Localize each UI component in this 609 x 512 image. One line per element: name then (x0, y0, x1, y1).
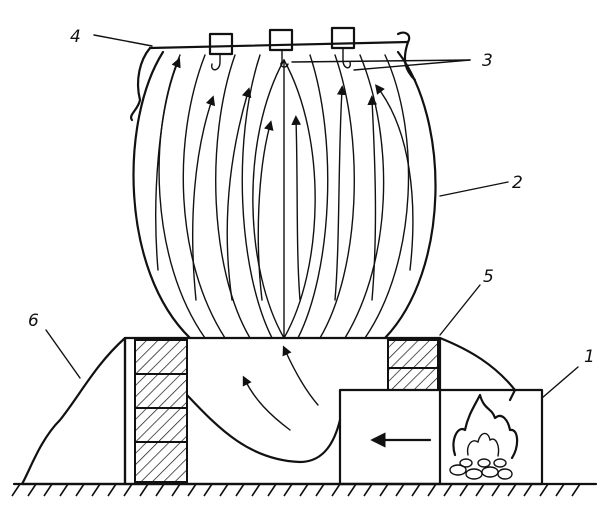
earth-mound-right (438, 336, 517, 402)
ground-hatch-tick (539, 483, 549, 497)
ground-hatch-tick (11, 483, 21, 497)
ground-hatch-tick (523, 483, 533, 497)
label-5: 5 (483, 267, 494, 287)
ground-hatch-tick (171, 483, 181, 497)
ground-hatch-tick (491, 483, 501, 497)
ground-hatch-tick (555, 483, 565, 497)
ground-hatch-tick (299, 483, 309, 497)
ground-hatch-tick (443, 483, 453, 497)
ground-hatch-tick (411, 483, 421, 497)
ground-hatch-tick (459, 483, 469, 497)
leader-3a (291, 59, 471, 63)
ground-hatch-tick (219, 483, 229, 497)
ground-hatch-tick (59, 483, 69, 497)
duct-arrow-1 (242, 375, 291, 431)
ground-hatch-tick (283, 483, 293, 497)
ground-hatch-tick (363, 483, 373, 497)
leader-5 (439, 284, 481, 336)
base-platform (123, 336, 442, 486)
ground-hatch-tick (43, 483, 53, 497)
clamp-middle (268, 28, 294, 68)
label-2: 2 (512, 173, 523, 193)
ground-hatch-tick (571, 483, 581, 497)
leader-2 (439, 181, 509, 197)
balloon-bag (132, 50, 437, 340)
duct-arrow-2 (282, 345, 319, 406)
ground-hatching (11, 483, 581, 497)
ground-hatch-tick (187, 483, 197, 497)
ground-hatch-tick (107, 483, 117, 497)
ground-hatch-tick (267, 483, 277, 497)
firebox (338, 388, 544, 486)
balloon-flow-arrows (155, 57, 414, 301)
ground-hatch-tick (347, 483, 357, 497)
label-3: 3 (482, 51, 493, 71)
ground-hatch-tick (507, 483, 517, 497)
ground-hatch-tick (427, 483, 437, 497)
ground-hatch-tick (235, 483, 245, 497)
ground-hatch-tick (331, 483, 341, 497)
fire-icon (449, 393, 519, 480)
right-brick-pillar (387, 339, 439, 391)
ground-hatch-tick (203, 483, 213, 497)
left-brick-pillar (134, 339, 188, 483)
clamp-right (330, 26, 356, 69)
clamp-left (208, 32, 234, 71)
ground-hatch-tick (139, 483, 149, 497)
ground-hatch-tick (75, 483, 85, 497)
leader-1 (541, 366, 579, 399)
ground-hatch-tick (27, 483, 37, 497)
ground-hatch-tick (475, 483, 485, 497)
label-1: 1 (584, 347, 595, 367)
leader-4 (93, 34, 153, 47)
ground-hatch-tick (395, 483, 405, 497)
label-4: 4 (70, 27, 81, 47)
ground (11, 482, 598, 497)
smoke-duct (185, 393, 342, 464)
label-6: 6 (28, 311, 39, 331)
ground-hatch-tick (251, 483, 261, 497)
ground-hatch-tick (379, 483, 389, 497)
leader-3b (353, 59, 471, 71)
earth-mound (20, 336, 127, 486)
ground-hatch-tick (155, 483, 165, 497)
suspension-bar (130, 31, 417, 122)
leader-6 (45, 329, 81, 379)
ground-hatch-tick (91, 483, 101, 497)
ground-hatch-tick (123, 483, 133, 497)
ground-hatch-tick (315, 483, 325, 497)
